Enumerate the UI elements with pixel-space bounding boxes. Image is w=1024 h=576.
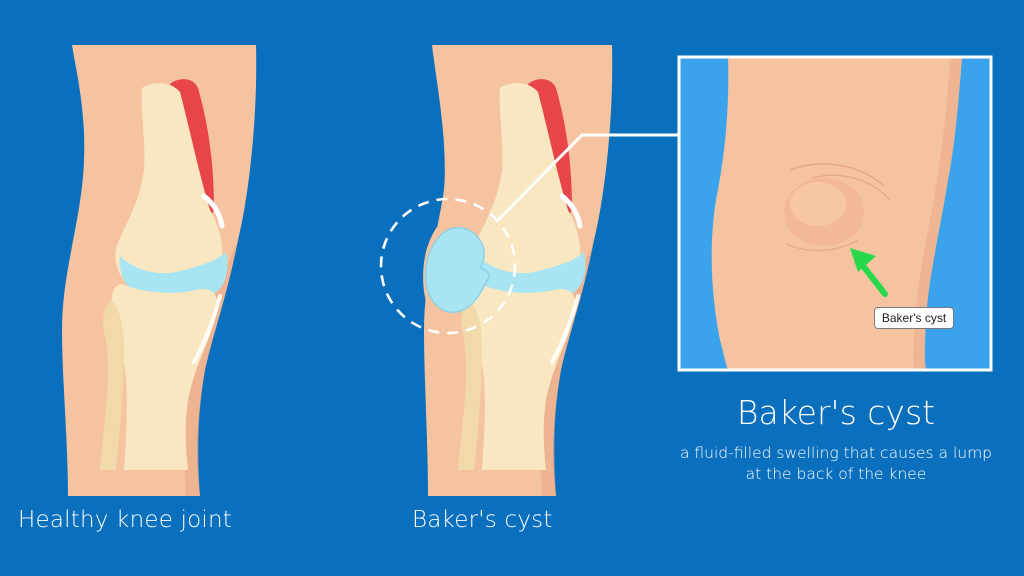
connector-line [494, 133, 679, 224]
cyst-skin-shade [540, 240, 594, 496]
inset-skin-crease-1 [789, 163, 885, 187]
info-description: a fluid-filled swelling that causes a lu… [664, 443, 1008, 485]
green-arrow-icon [850, 248, 888, 297]
inset-skin-crease-2 [811, 174, 891, 201]
info-description-line-1: a fluid-filled swelling that causes a lu… [679, 444, 993, 462]
cyst-highlight-ring [379, 197, 517, 335]
healthy-tendon [201, 193, 225, 229]
healthy-knee [62, 45, 257, 496]
inset-right-background [924, 57, 991, 370]
cyst-fluid-sac [424, 226, 490, 313]
cyst-tibia [470, 284, 576, 470]
healthy-femur [115, 83, 223, 292]
inset-border [677, 55, 993, 372]
healthy-tibia [112, 284, 218, 470]
healthy-knee-label: Healthy knee joint [18, 507, 233, 533]
healthy-skin-shade [184, 240, 238, 496]
healthy-cartilage [119, 252, 228, 300]
cyst-tendon [559, 193, 583, 229]
healthy-fibula [100, 300, 124, 470]
inset-right-shade [913, 57, 962, 370]
inset-left-background [679, 57, 729, 370]
info-description-line-2: at the back of the knee [745, 465, 927, 483]
cyst-femur [473, 83, 581, 292]
inset-cyst-lump-highlight [790, 182, 846, 226]
healthy-tendon-lower [192, 294, 222, 364]
info-title: Baker's cyst [736, 393, 936, 432]
cyst-tendon-lower [550, 294, 580, 364]
cyst-cartilage [477, 252, 586, 300]
cyst-knee-label: Baker's cyst [412, 507, 553, 533]
cyst-fibula [458, 300, 482, 470]
cyst-knee [379, 45, 613, 496]
inset-skin-crease-3 [785, 239, 859, 251]
cyst-callout-label: Baker's cyst [874, 307, 954, 329]
